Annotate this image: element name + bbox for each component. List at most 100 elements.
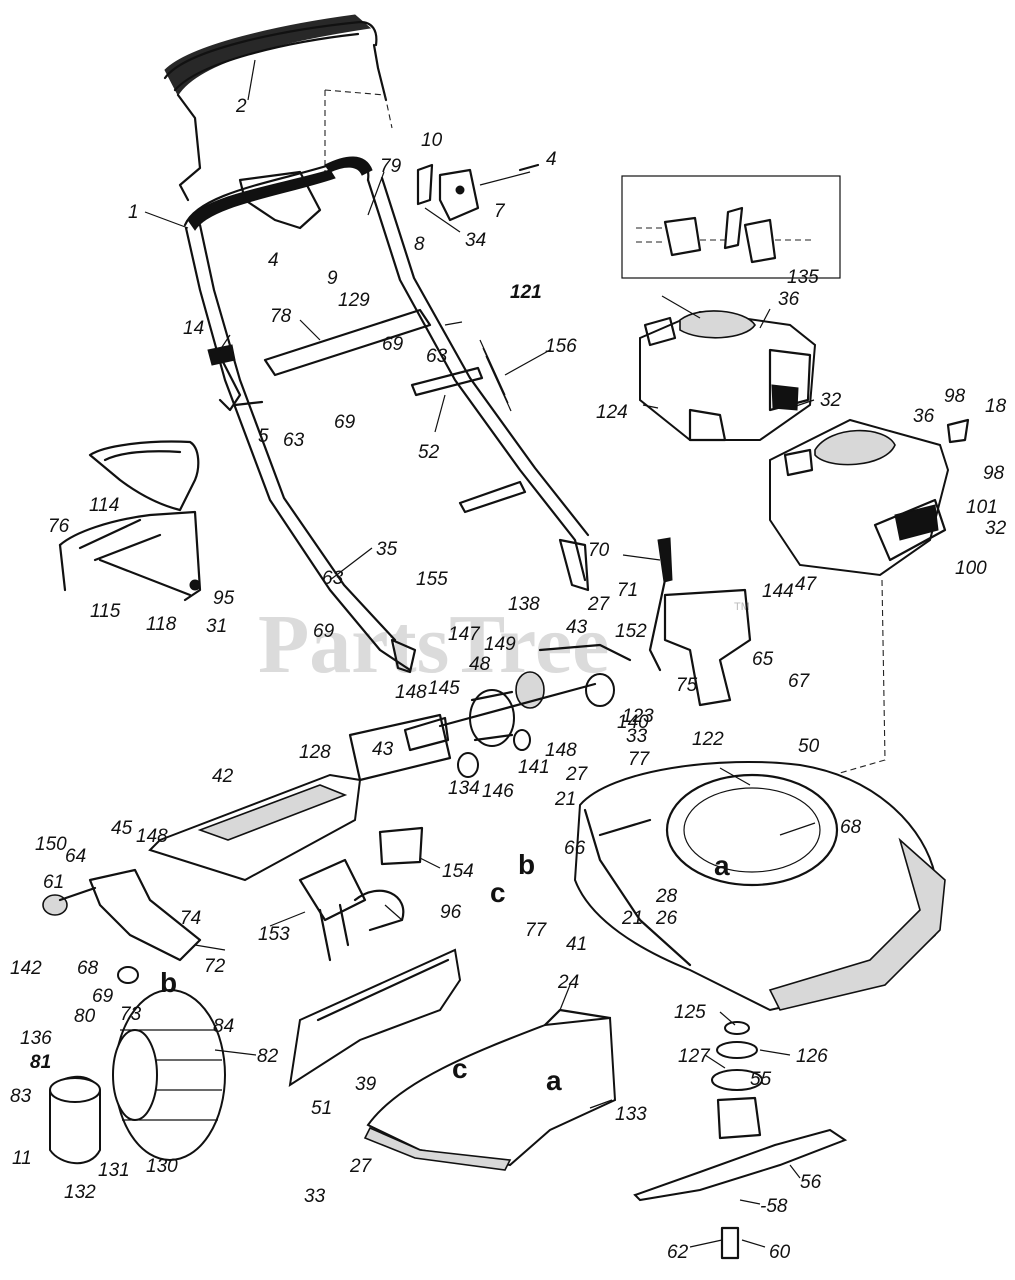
callout-42: 42 [212,766,234,787]
callout-26: 26 [655,908,678,929]
callout-43b: 43 [372,739,394,760]
callout-65: 65 [752,649,774,670]
upper-handle-grip [163,14,388,202]
watermark: PartsTree [258,598,609,691]
callout-63c: 63 [322,568,344,589]
callout-114: 114 [89,495,119,516]
blade-adapter [711,1021,763,1140]
callout-69b: 69 [334,412,356,433]
callout-47: 47 [795,574,818,595]
callout-55: 55 [750,1069,772,1090]
ref-letter-c-deck: c [490,877,506,908]
callout-4b: 4 [268,250,279,271]
callout-1: 1 [128,202,139,223]
callout-141: 141 [518,757,550,778]
callout-69d: 69 [92,986,114,1007]
callout-21: 21 [554,789,576,810]
callout-98b: 98 [983,463,1005,484]
callout-69: 69 [382,334,404,355]
handle-shroud [238,170,322,230]
callout-24: 24 [557,972,579,993]
callout-52: 52 [418,442,440,463]
callout-50: 50 [798,736,820,757]
callout-83: 83 [10,1086,32,1107]
callout-156: 156 [545,336,577,357]
callout-130: 130 [146,1156,178,1177]
callout-36b: 36 [913,406,935,427]
callout-100: 100 [955,558,987,579]
callout-45: 45 [111,818,133,839]
callout-70: 70 [588,540,610,561]
callout-140: 140 [617,712,649,733]
callout-81: 81 [30,1052,51,1073]
callout-118: 118 [146,614,177,635]
callout-80: 80 [74,1006,96,1027]
callout-145: 145 [428,678,460,699]
callout-127: 127 [678,1046,711,1067]
callout-34: 34 [465,230,486,251]
spring-156 [479,339,512,412]
callout-63: 63 [426,346,448,367]
mulch-plug-96 [298,858,405,962]
callout-84: 84 [213,1016,234,1037]
callout-69c: 69 [313,621,335,642]
callout-5: 5 [258,426,269,447]
callout-148c: 148 [136,826,168,847]
callout-58: -58 [760,1196,788,1217]
callout-35: 35 [376,539,398,560]
grass-bag-frame [58,440,202,602]
callout-64: 64 [65,846,86,867]
callout-56: 56 [800,1172,822,1193]
callout-32: 32 [820,390,842,411]
rear-shroud-42 [148,773,424,882]
callout-27: 27 [587,594,611,615]
callout-10: 10 [421,130,443,151]
callout-68: 68 [840,817,862,838]
callout-82: 82 [257,1046,279,1067]
callout-122: 122 [692,729,724,750]
callout-142: 142 [10,958,42,979]
callout-77: 77 [628,749,651,770]
callout-36: 36 [778,289,800,310]
callout-27c: 27 [349,1156,373,1177]
mulch-cover-133 [363,1008,617,1171]
engine-mount-guide [787,579,886,789]
discharge-chute-39 [288,948,462,1088]
callout-125: 125 [674,1002,706,1023]
callout-43: 43 [566,617,588,638]
callout-132: 132 [64,1182,96,1203]
control-lever-70 [648,537,673,672]
blade-bolt [720,1226,740,1260]
callout-75: 75 [676,675,698,696]
callout-28: 28 [655,886,678,907]
rod-52-upper [410,366,484,397]
callout-9: 9 [327,268,338,289]
callout-21b: 21 [621,908,643,929]
callout-73: 73 [120,1004,142,1025]
callout-63b: 63 [283,430,305,451]
ref-letter-a-chute: a [546,1065,562,1096]
callout-138: 138 [508,594,540,615]
callout-67: 67 [788,671,811,692]
callout-124: 124 [596,402,628,423]
callout-78: 78 [270,306,292,327]
rear-axle-assembly [348,643,632,782]
callout-95: 95 [213,588,235,609]
callout-32b: 32 [985,518,1007,539]
callout-48: 48 [469,654,491,675]
callout-72: 72 [204,956,226,977]
callout-51: 51 [311,1098,332,1119]
callout-149: 149 [484,634,516,655]
hubcap-11 [49,1075,101,1165]
callout-4: 4 [546,149,557,170]
engine-lower [769,418,970,577]
callout-126: 126 [796,1046,828,1067]
callout-155: 155 [416,569,448,590]
callout-154: 154 [442,861,474,882]
callout-68b: 68 [77,958,99,979]
callout-60: 60 [769,1242,791,1263]
callout-147: 147 [448,624,481,645]
callout-11: 11 [12,1148,32,1169]
callout-128: 128 [299,742,331,763]
